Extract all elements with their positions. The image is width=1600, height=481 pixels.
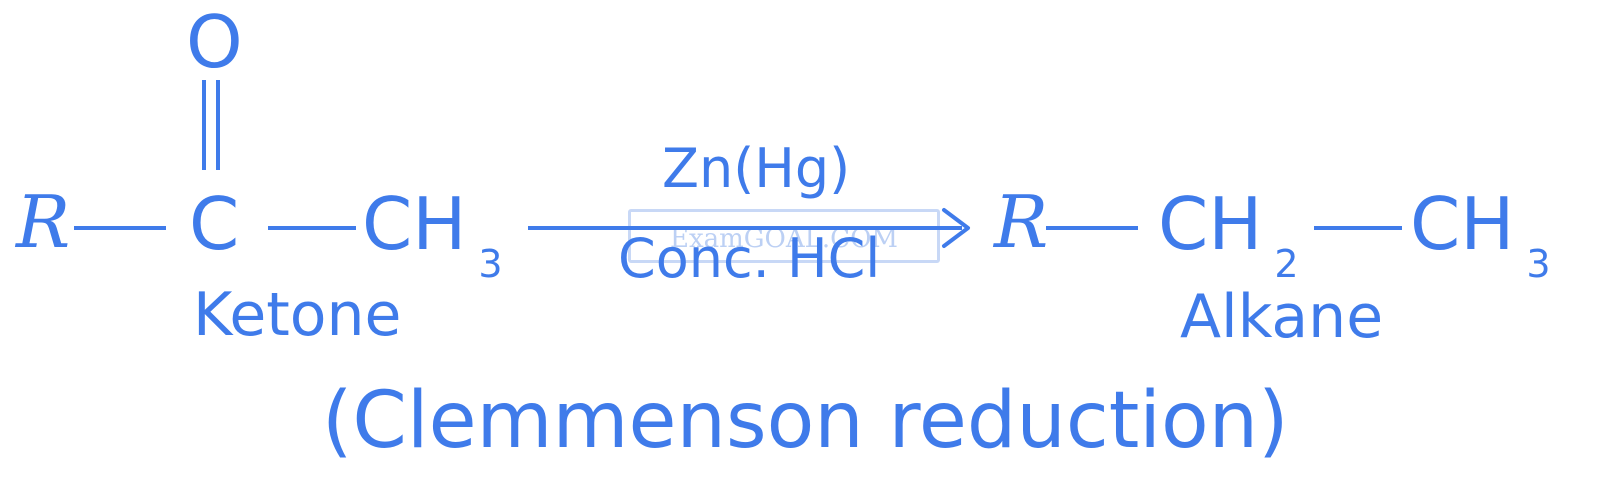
reactant-r-group: R — [16, 180, 71, 264]
oxygen-atom: O — [186, 0, 243, 84]
bond-methylene-methyl — [1314, 226, 1402, 230]
reaction-caption: (Clemmenson reduction) — [322, 376, 1289, 466]
alkane-label: Alkane — [1180, 282, 1384, 352]
product-methyl-ch: CH — [1410, 182, 1515, 266]
reagent-below-arrow: Conc. HCl — [618, 227, 881, 290]
carbonyl-carbon: C — [189, 182, 240, 266]
reaction-arrowhead — [942, 208, 970, 248]
product-methyl-sub: 3 — [1526, 242, 1551, 286]
bond-r-carbonyl — [74, 226, 166, 230]
reactant-methyl-sub: 3 — [478, 242, 503, 286]
product-r-group: R — [994, 180, 1049, 264]
bond-r-methylene — [1046, 226, 1138, 230]
reagent-above-arrow: Zn(Hg) — [662, 137, 851, 200]
reactant-methyl-ch: CH — [362, 182, 467, 266]
reaction-arrow-shaft — [528, 226, 962, 230]
product-methylene-sub: 2 — [1274, 242, 1299, 286]
ketone-label: Ketone — [193, 280, 402, 350]
double-bond-line-2 — [216, 80, 220, 170]
bond-carbonyl-methyl — [268, 226, 356, 230]
product-methylene-ch: CH — [1158, 182, 1263, 266]
double-bond-line-1 — [202, 80, 206, 170]
